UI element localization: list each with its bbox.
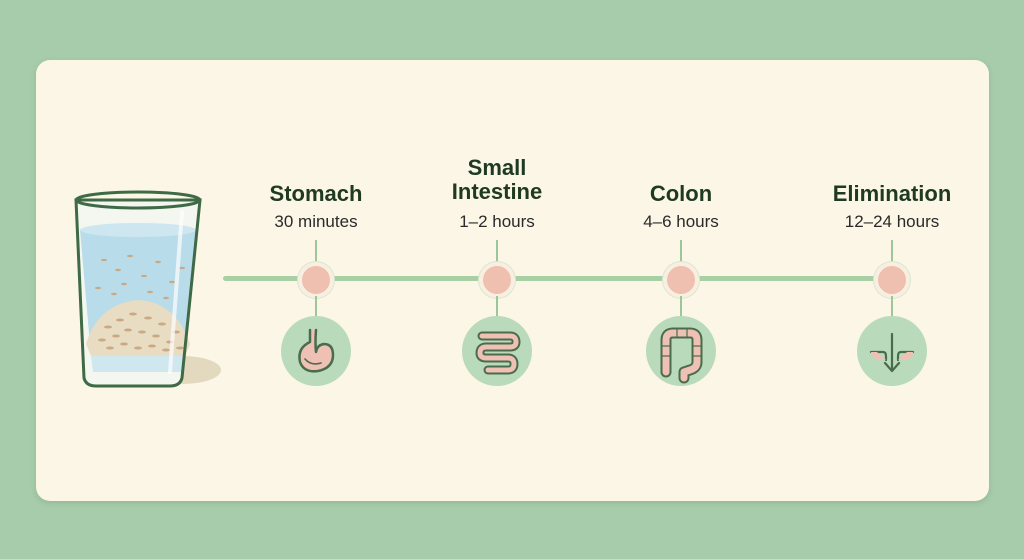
stage-marker: [663, 262, 699, 298]
stage-connector: [680, 240, 682, 264]
glass-of-seeds-icon: [74, 190, 221, 388]
stage-icon-badge: [281, 316, 351, 386]
stage-connector: [891, 240, 893, 264]
stage-time: 12–24 hours: [844, 212, 940, 231]
stage-marker: [298, 262, 334, 298]
colon-icon: [660, 327, 703, 384]
stage-marker: [874, 262, 910, 298]
timeline-track: [223, 276, 898, 281]
stage-stomach: Stomach 30 minutes: [216, 0, 416, 559]
stage-connector: [680, 296, 682, 318]
stage-icon-badge: [646, 316, 716, 386]
stage-time: 4–6 hours: [643, 212, 719, 231]
stage-small-intestine: Small Intestine 1–2 hours: [397, 0, 597, 559]
stage-title: Small Intestine: [451, 155, 543, 204]
stage-time: 30 minutes: [274, 212, 358, 231]
stage-icon-badge: [462, 316, 532, 386]
stage-title: Colon: [649, 181, 713, 206]
stage-colon: Colon 4–6 hours: [581, 0, 781, 559]
stage-connector: [315, 296, 317, 318]
stage-title: Stomach: [269, 181, 363, 206]
stage-marker: [479, 262, 515, 298]
stage-connector: [891, 296, 893, 318]
elimination-arrow-icon: [869, 332, 915, 373]
stage-connector: [496, 240, 498, 264]
stage-elimination: Elimination 12–24 hours: [792, 0, 992, 559]
stage-icon-badge: [857, 316, 927, 386]
small-intestine-icon: [475, 331, 521, 375]
stage-time: 1–2 hours: [459, 212, 535, 231]
stage-title: Elimination: [832, 181, 952, 206]
stage-connector: [315, 240, 317, 264]
stage-connector: [496, 296, 498, 318]
stomach-icon: [298, 328, 335, 373]
